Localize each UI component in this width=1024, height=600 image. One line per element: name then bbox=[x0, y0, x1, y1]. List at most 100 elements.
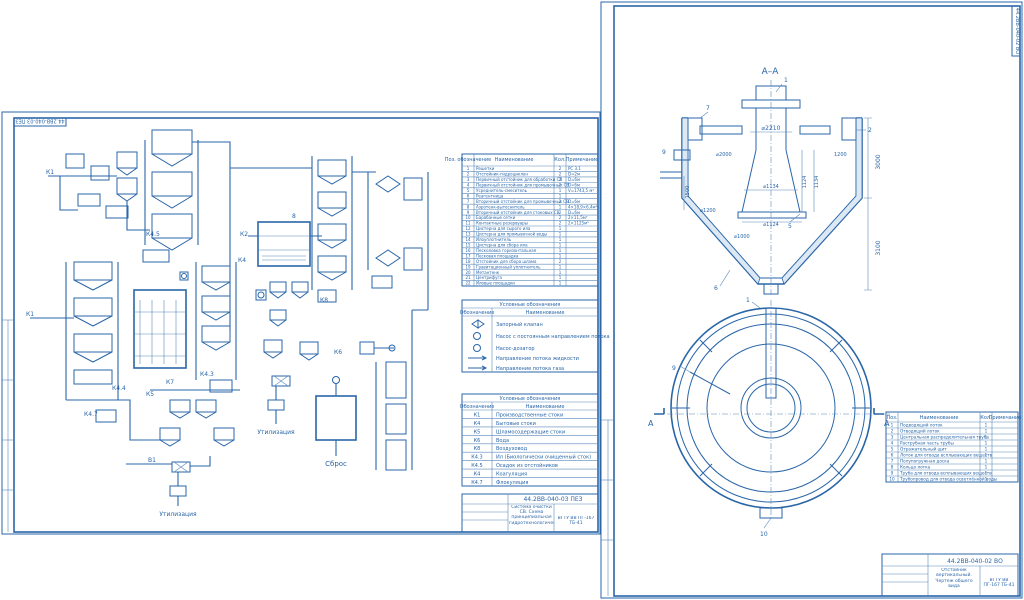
legend2-code: К4.3 bbox=[471, 455, 483, 461]
right-spec-qty: 1 bbox=[985, 453, 988, 458]
left-spec-qty: 1 bbox=[559, 281, 562, 286]
flow-k2-label: К2 bbox=[240, 231, 248, 238]
left-code-box bbox=[13, 117, 67, 127]
left-spec-note: D=2м bbox=[568, 172, 580, 177]
left-spec-name: Отстойник для сбора шлама bbox=[476, 259, 537, 264]
legend2-name: Шламосодержащие стоки bbox=[496, 429, 565, 435]
left-spec-name: Цистерна для сбора ила bbox=[476, 243, 528, 248]
flow-k1-label: К1 bbox=[46, 169, 54, 176]
rspec-h-qty: Кол. bbox=[980, 415, 992, 421]
right-sheet-frame bbox=[613, 5, 1021, 597]
left-spec-table: Поз. обозначение Наименование Кол. Приме… bbox=[445, 153, 599, 287]
contact-tanks bbox=[375, 309, 428, 471]
legend1-row-5: Направление потока газа bbox=[496, 366, 564, 372]
left-spec-note: D=6м bbox=[568, 177, 580, 182]
discharge-reservoir: Сброс bbox=[315, 341, 396, 468]
left-spec-pos: 2 bbox=[467, 172, 470, 177]
left-spec-qty: 2 bbox=[559, 166, 562, 171]
left-spec-qty: 2 bbox=[559, 221, 562, 226]
leader-7: 7 bbox=[706, 105, 710, 112]
dim-h4: 1134 bbox=[814, 176, 820, 189]
left-spec-qty: 1 bbox=[559, 253, 562, 258]
left-spec-name: Песколовка горизонтальная bbox=[476, 248, 537, 253]
left-spec-qty: 2 bbox=[559, 210, 562, 215]
flow-k6-label: К6 bbox=[334, 349, 342, 356]
left-spec-pos: 8 bbox=[467, 204, 470, 209]
flow-k5-label: К5 bbox=[146, 391, 154, 398]
left-title-block: 44.2ВВ-040-03 ПЕЗ Система очистки СВ. Сх… bbox=[461, 493, 599, 533]
left-spec-name: Первичный отстойник для промывочных СВ bbox=[476, 183, 569, 188]
right-settler-column bbox=[230, 156, 376, 290]
legend2-code: К5 bbox=[474, 429, 481, 435]
cut-a-right: А bbox=[884, 419, 890, 428]
right-spec-name: Отводящий лоток bbox=[900, 429, 940, 434]
filter-group bbox=[367, 172, 429, 310]
dosing-pump-icon bbox=[473, 344, 481, 352]
pump-icon bbox=[473, 332, 481, 340]
left-spec-note: V=1743,5 м³ bbox=[568, 188, 594, 193]
right-code-box bbox=[1011, 5, 1021, 57]
left-spec-name: Отстойник-гидроциклон bbox=[476, 172, 528, 177]
left-spec-pos: 18 bbox=[465, 259, 471, 264]
flow-k1b-label: К1 bbox=[26, 311, 34, 318]
legend2-code: К4.7 bbox=[471, 480, 483, 486]
right-spec-qty: 1 bbox=[985, 447, 988, 452]
legend2-col-a: Обозначение bbox=[460, 404, 495, 410]
left-spec-qty: 1 bbox=[559, 264, 562, 269]
left-spec-pos: 4 bbox=[467, 183, 470, 188]
left-spec-qty: 1 bbox=[559, 226, 562, 231]
spec-h-name: Наименование bbox=[495, 157, 534, 163]
legend2-code: К4.5 bbox=[471, 463, 483, 469]
left-spec-pos: 11 bbox=[465, 221, 471, 226]
flow-k45-label: К4.5 bbox=[146, 231, 160, 238]
left-spec-note: 2×1125м³ bbox=[568, 221, 589, 226]
spec-h-pos: Поз. обозначение bbox=[445, 157, 491, 163]
right-spec-pos: 2 bbox=[891, 429, 894, 434]
flow-k47-label: К4.7 bbox=[84, 411, 98, 418]
right-spec-qty: 1 bbox=[985, 423, 988, 428]
left-spec-qty: 1 bbox=[559, 204, 562, 209]
right-sheet-border bbox=[600, 1, 1023, 599]
flow-k44-label: К4.4 bbox=[112, 385, 126, 392]
left-spec-pos: 6 bbox=[467, 193, 470, 198]
left-spec-name: Илоуплотнитель bbox=[476, 237, 512, 242]
aerotank: 8 bbox=[248, 213, 322, 301]
left-spec-name: Усреднитель-смеситель bbox=[476, 188, 528, 193]
left-spec-qty: 2 bbox=[559, 199, 562, 204]
leader-6: 6 bbox=[714, 285, 718, 292]
left-spec-qty: 2 bbox=[559, 177, 562, 182]
right-spec-qty: 1 bbox=[985, 441, 988, 446]
leader-10: 10 bbox=[760, 531, 768, 538]
legend2-code: К6 bbox=[474, 438, 481, 444]
left-spec-pos: 1 bbox=[467, 166, 470, 171]
dim-h2: 3100 bbox=[875, 240, 882, 255]
right-spec-pos: 6 bbox=[891, 453, 894, 458]
flow-k43-label: К4.3 bbox=[200, 371, 214, 378]
flow-k8-label: К8 bbox=[320, 297, 328, 304]
legend2-code: К4 bbox=[474, 421, 481, 427]
dim-d3: ⌀1124 bbox=[763, 222, 779, 228]
flow-v1-label: В1 bbox=[148, 457, 156, 464]
leader-2: 2 bbox=[868, 127, 872, 134]
left-spec-pos: 9 bbox=[467, 210, 470, 215]
legend2-name: Коагуляция bbox=[496, 472, 527, 478]
left-sheet: 44.2ВВ-040-03 ПЕЗ bbox=[1, 111, 610, 535]
right-stamp-title: Отстойник вертикальный. Чертеж общего ви… bbox=[935, 568, 973, 590]
left-spec-note: D=6м bbox=[568, 183, 580, 188]
left-spec-name: Первичный отстойник для обработки СВ bbox=[476, 177, 562, 182]
section-title: А–А bbox=[762, 67, 780, 77]
left-spec-qty: 1 bbox=[559, 248, 562, 253]
right-spec-name: Кольцо лотка bbox=[900, 465, 931, 470]
gas-arrow-icon bbox=[468, 365, 488, 371]
left-stamp-code: 44.2ВВ-040-03 ПЕЗ bbox=[523, 496, 582, 503]
right-stamp-org: ВГТУ ВВ ПГ-167 ТБ-41 bbox=[983, 578, 1015, 588]
left-spec-note: 4×18,9×6,4м³ bbox=[568, 204, 598, 209]
left-spec-pos: 10 bbox=[465, 215, 471, 220]
liquid-arrow-icon bbox=[468, 355, 488, 361]
dim-d4: ⌀1134 bbox=[763, 184, 779, 190]
left-spec-name: Иловые площадки bbox=[476, 281, 515, 286]
legend2-code: К4 bbox=[474, 472, 481, 478]
